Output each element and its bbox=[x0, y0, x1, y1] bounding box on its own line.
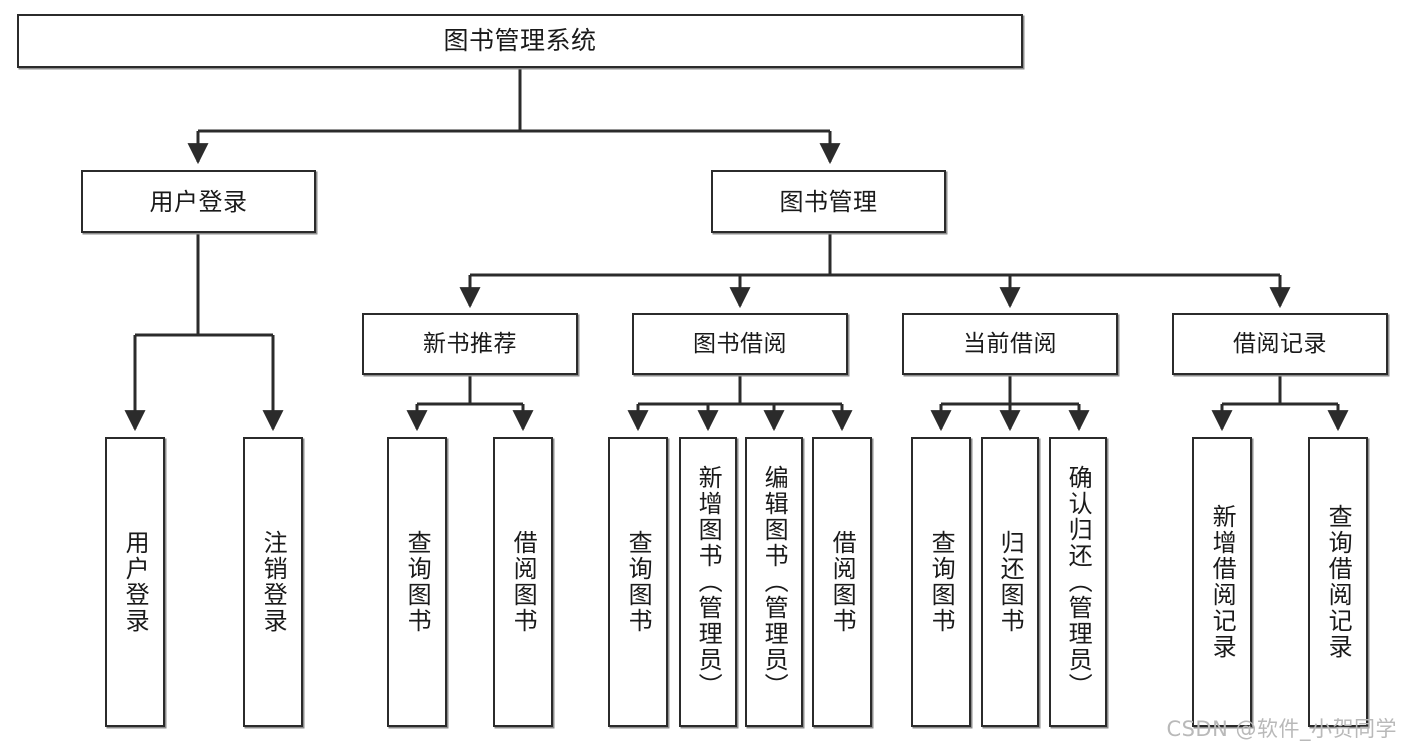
node-leaf-user-logout[interactable]: 注销登录 bbox=[243, 437, 303, 727]
node-leaf-query-record-label: 查询借阅记录 bbox=[1324, 504, 1353, 660]
node-leaf-borrow-book-1-label: 借阅图书 bbox=[509, 530, 538, 634]
node-user-login[interactable]: 用户登录 bbox=[81, 170, 316, 233]
node-leaf-confirm-return[interactable]: 确认归还（管理员） bbox=[1049, 437, 1107, 727]
node-borrow-record[interactable]: 借阅记录 bbox=[1172, 313, 1388, 375]
node-leaf-query-book-2[interactable]: 查询图书 bbox=[608, 437, 668, 727]
node-leaf-query-book-1-label: 查询图书 bbox=[403, 530, 432, 634]
node-new-book-recommend[interactable]: 新书推荐 bbox=[362, 313, 578, 375]
node-root-system[interactable]: 图书管理系统 bbox=[17, 14, 1023, 68]
node-leaf-query-book-3[interactable]: 查询图书 bbox=[911, 437, 971, 727]
node-book-management[interactable]: 图书管理 bbox=[711, 170, 946, 233]
node-leaf-borrow-book-2-label: 借阅图书 bbox=[828, 530, 857, 634]
node-book-management-label: 图书管理 bbox=[779, 187, 878, 216]
node-leaf-query-book-3-label: 查询图书 bbox=[927, 530, 956, 634]
node-leaf-return-book[interactable]: 归还图书 bbox=[981, 437, 1039, 727]
node-leaf-borrow-book-2[interactable]: 借阅图书 bbox=[812, 437, 872, 727]
node-new-book-recommend-label: 新书推荐 bbox=[423, 330, 517, 357]
node-book-borrow-label: 图书借阅 bbox=[693, 330, 787, 357]
node-leaf-add-record[interactable]: 新增借阅记录 bbox=[1192, 437, 1252, 727]
node-leaf-borrow-book-1[interactable]: 借阅图书 bbox=[493, 437, 553, 727]
node-leaf-edit-book[interactable]: 编辑图书（管理员） bbox=[745, 437, 803, 727]
node-current-borrow[interactable]: 当前借阅 bbox=[902, 313, 1118, 375]
node-book-borrow[interactable]: 图书借阅 bbox=[632, 313, 848, 375]
node-leaf-add-book[interactable]: 新增图书（管理员） bbox=[679, 437, 737, 727]
node-user-login-label: 用户登录 bbox=[149, 187, 248, 216]
node-leaf-add-book-label: 新增图书（管理员） bbox=[694, 465, 723, 699]
node-leaf-user-logout-label: 注销登录 bbox=[259, 530, 288, 634]
node-current-borrow-label: 当前借阅 bbox=[963, 330, 1057, 357]
node-leaf-return-book-label: 归还图书 bbox=[996, 530, 1025, 634]
node-leaf-query-record[interactable]: 查询借阅记录 bbox=[1308, 437, 1368, 727]
node-leaf-add-record-label: 新增借阅记录 bbox=[1208, 504, 1237, 660]
node-leaf-edit-book-label: 编辑图书（管理员） bbox=[760, 465, 789, 699]
node-leaf-query-book-2-label: 查询图书 bbox=[624, 530, 653, 634]
node-root-label: 图书管理系统 bbox=[443, 26, 597, 56]
node-leaf-user-login[interactable]: 用户登录 bbox=[105, 437, 165, 727]
node-leaf-query-book-1[interactable]: 查询图书 bbox=[387, 437, 447, 727]
node-leaf-user-login-label: 用户登录 bbox=[121, 530, 150, 634]
node-leaf-confirm-return-label: 确认归还（管理员） bbox=[1064, 465, 1093, 699]
csdn-watermark: CSDN @软件_小贺同学 bbox=[1166, 717, 1397, 741]
node-borrow-record-label: 借阅记录 bbox=[1233, 330, 1327, 357]
